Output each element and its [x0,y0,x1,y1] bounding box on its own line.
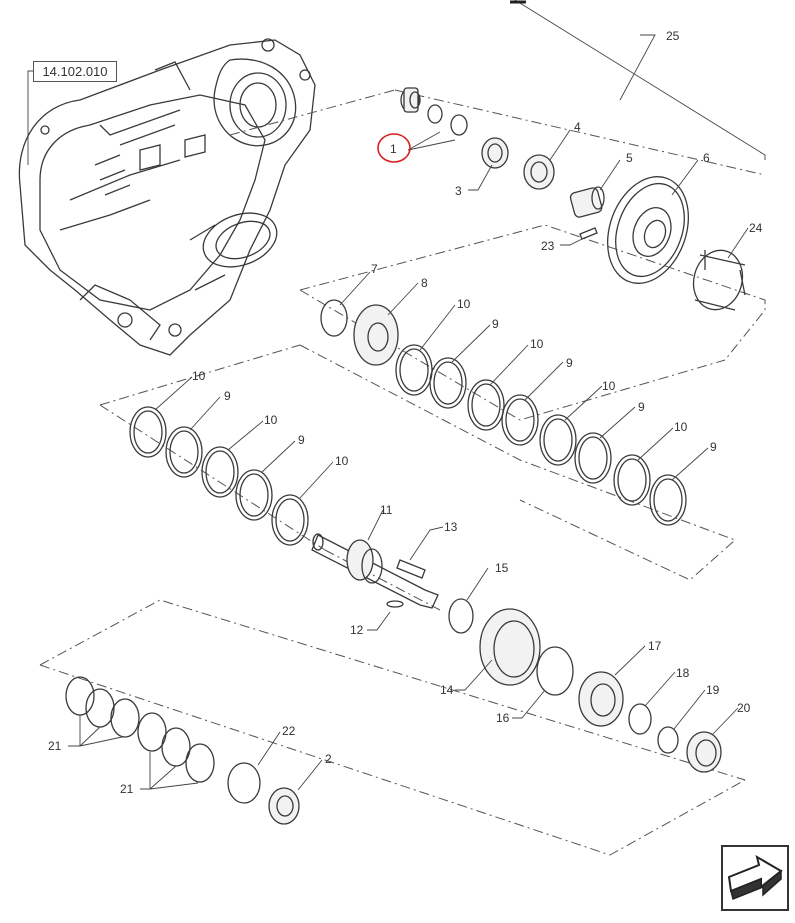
callout-5[interactable]: 5 [626,151,633,165]
highlight-circle [377,133,411,163]
callout-21-a[interactable]: 21 [48,739,62,753]
callout-14[interactable]: 14 [440,683,454,697]
bearing-group [578,671,722,773]
callout-17[interactable]: 17 [648,639,662,653]
callout-9-e[interactable]: 9 [224,389,231,403]
clutch-plates-upper [320,299,687,526]
callout-15[interactable]: 15 [495,561,509,575]
clutch-plates-lower [129,406,309,546]
callout-13[interactable]: 13 [444,520,458,534]
shaft-assembly [311,533,574,696]
callout-10-e[interactable]: 10 [192,369,206,383]
reference-link-label[interactable]: 14.102.010 [33,61,117,82]
callout-25[interactable]: 25 [666,29,680,43]
callout-23[interactable]: 23 [541,239,555,253]
callout-labels: 25 1 4 5 6 3 23 24 7 8 10 9 10 9 10 9 10… [48,29,763,796]
callout-8[interactable]: 8 [421,276,428,290]
callout-10-g[interactable]: 10 [335,454,349,468]
callout-1[interactable]: 1 [390,142,397,156]
callout-leader-lines [68,0,766,791]
callout-10-c[interactable]: 10 [602,379,616,393]
callout-18[interactable]: 18 [676,666,690,680]
assembly-group-outlines [39,89,766,856]
callout-19[interactable]: 19 [706,683,720,697]
callout-12[interactable]: 12 [350,623,364,637]
callout-9-b[interactable]: 9 [566,356,573,370]
callout-10-f[interactable]: 10 [264,413,278,427]
callout-9-d[interactable]: 9 [710,440,717,454]
next-page-arrow-icon [727,854,783,901]
callout-6[interactable]: 6 [703,151,710,165]
callout-10-d[interactable]: 10 [674,420,688,434]
callout-4[interactable]: 4 [574,120,581,134]
housing-illustration [18,38,316,356]
callout-20[interactable]: 20 [737,701,751,715]
callout-9-a[interactable]: 9 [492,317,499,331]
callout-24[interactable]: 24 [749,221,763,235]
callout-9-f[interactable]: 9 [298,433,305,447]
callout-9-c[interactable]: 9 [638,400,645,414]
reference-leader-line [27,70,33,165]
callout-11[interactable]: 11 [380,503,393,517]
callout-7[interactable]: 7 [371,262,378,276]
callout-3[interactable]: 3 [455,184,462,198]
next-page-button[interactable] [721,845,789,911]
callout-10-b[interactable]: 10 [530,337,544,351]
snap-ring-group [65,676,300,825]
upper-components [400,87,746,311]
callout-10-a[interactable]: 10 [457,297,471,311]
callout-22[interactable]: 22 [282,724,296,738]
callout-2[interactable]: 2 [325,752,332,766]
callout-16[interactable]: 16 [496,711,510,725]
callout-21-b[interactable]: 21 [120,782,134,796]
